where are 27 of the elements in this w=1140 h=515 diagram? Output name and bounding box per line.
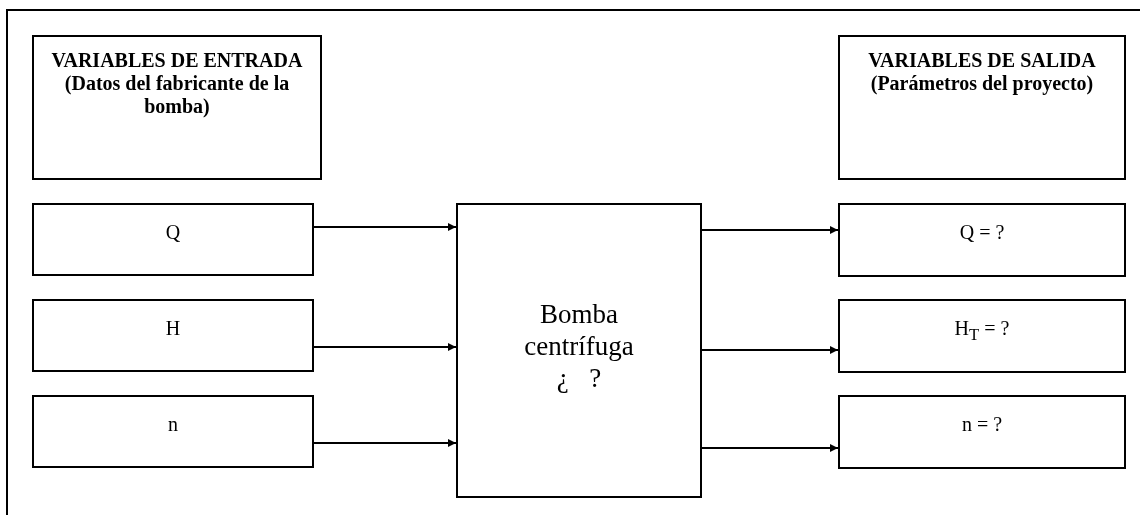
variable-box bbox=[32, 299, 314, 372]
arrow bbox=[701, 346, 839, 354]
arrow bbox=[313, 343, 457, 351]
subheading-text: (Datos del fabricante de la bomba) bbox=[63, 72, 291, 118]
variable-box bbox=[838, 203, 1126, 277]
variable-label: H$_{T}$ = ? bbox=[953, 317, 1011, 345]
arrow bbox=[313, 223, 457, 231]
block-label: Bomba centrífuga bbox=[523, 297, 635, 362]
arrow bbox=[313, 439, 457, 447]
arrow bbox=[701, 226, 839, 234]
header-box bbox=[32, 35, 322, 180]
variable-box bbox=[32, 395, 314, 468]
variable-label: n bbox=[167, 413, 179, 436]
subheading-text: (Parámetros del proyecto) bbox=[869, 72, 1095, 95]
header-box bbox=[838, 35, 1126, 180]
variable-box bbox=[838, 395, 1126, 469]
variable-box bbox=[838, 299, 1126, 373]
heading-text: VARIABLES DE ENTRADA bbox=[50, 49, 304, 72]
variable-label: Q bbox=[164, 221, 182, 244]
heading-text: VARIABLES DE SALIDA bbox=[867, 49, 1097, 72]
variable-label: n = ? bbox=[960, 413, 1004, 436]
variable-label: H bbox=[164, 317, 182, 340]
arrow bbox=[701, 444, 839, 452]
block-label: ¿ ? bbox=[555, 361, 603, 394]
pump-block bbox=[456, 203, 702, 498]
variable-label: Q = ? bbox=[958, 221, 1006, 244]
variable-box bbox=[32, 203, 314, 276]
